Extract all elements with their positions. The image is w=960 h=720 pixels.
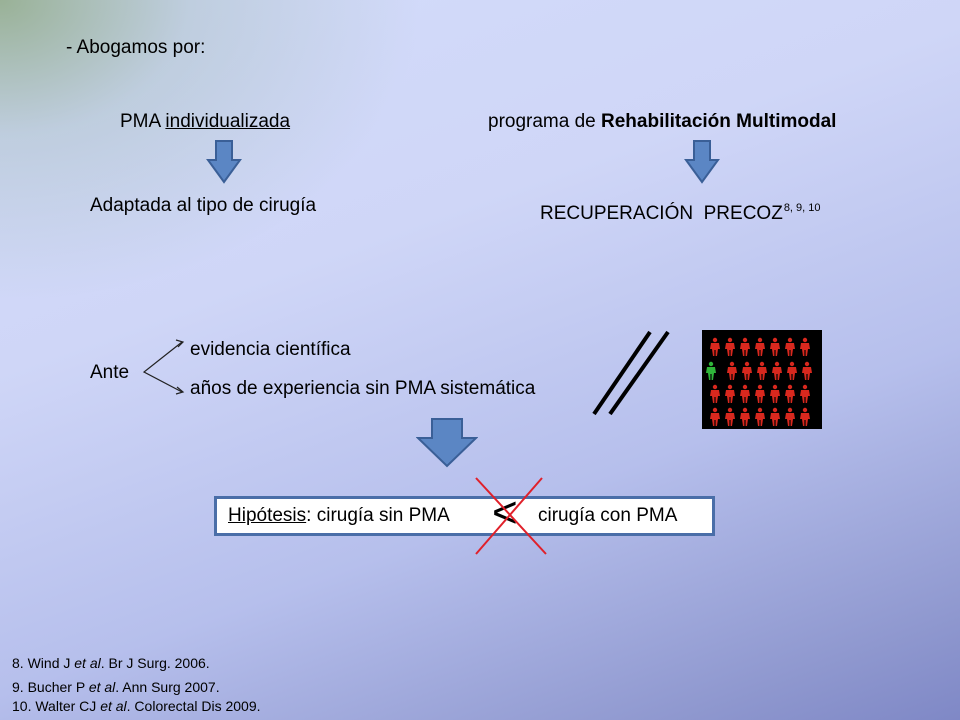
right-result-text: RECUPERACIÓN PRECOZ — [540, 203, 783, 224]
red-person-icon — [755, 384, 765, 403]
red-person-icon — [710, 407, 720, 426]
red-person-icon — [755, 337, 765, 356]
crowd-icon — [702, 330, 822, 429]
red-person-icon — [770, 384, 780, 403]
down-arrow-icon — [206, 140, 242, 184]
left-heading: PMA individualizada — [120, 111, 290, 133]
red-person-icon — [802, 361, 812, 380]
red-person-icon — [800, 407, 810, 426]
red-person-icon — [710, 337, 720, 356]
red-person-icon — [757, 361, 767, 380]
left-result: Adaptada al tipo de cirugía — [90, 195, 317, 216]
reference-8: 8. Wind J et al. Br J Surg. 2006. — [12, 655, 210, 671]
right-heading-bold: Rehabilitación Multimodal — [601, 111, 837, 132]
branch-chevron-icon — [142, 339, 185, 395]
less-than-symbol: < — [492, 488, 518, 537]
red-person-icon — [740, 407, 750, 426]
right-result-citation: 8, 9, 10 — [783, 202, 821, 214]
red-person-icon — [787, 361, 797, 380]
red-person-icon — [740, 337, 750, 356]
down-arrow-icon — [416, 418, 478, 468]
red-person-icon — [740, 384, 750, 403]
right-result: RECUPERACIÓN PRECOZ8, 9, 10 — [540, 202, 821, 225]
ref-author: Wind J — [27, 655, 75, 671]
green-person-icon — [706, 361, 716, 380]
hypothesis-right-text: cirugía con PMA — [538, 505, 678, 526]
red-person-icon — [725, 384, 735, 403]
parallel-lines-icon — [592, 330, 670, 416]
hypothesis-left: Hipótesis: cirugía sin PMA — [228, 505, 450, 527]
down-arrow-icon — [684, 140, 720, 184]
reference-9: 9. Bucher P et al. Ann Surg 2007. — [12, 679, 220, 695]
ante-label: Ante — [90, 362, 130, 383]
ref-etal: et al — [74, 655, 101, 671]
ref-rest: . Colorectal Dis 2009. — [126, 698, 261, 714]
hypothesis-colon: : — [306, 505, 312, 526]
cross-icon — [475, 477, 547, 555]
ante-item-evidence: evidencia científica — [190, 339, 351, 360]
red-person-icon — [727, 361, 737, 380]
red-person-icon — [772, 361, 782, 380]
ref-rest: . Br J Surg. 2006. — [100, 655, 210, 671]
red-person-icon — [725, 407, 735, 426]
ref-num: 9. — [12, 679, 28, 695]
reference-10: 10. Walter CJ et al. Colorectal Dis 2009… — [12, 698, 261, 714]
ref-etal: et al — [88, 679, 116, 695]
red-person-icon — [710, 384, 720, 403]
red-person-icon — [725, 337, 735, 356]
red-person-icon — [800, 384, 810, 403]
ref-num: 10. — [12, 698, 36, 714]
ref-author: Walter CJ — [35, 698, 101, 714]
red-person-icon — [770, 407, 780, 426]
hypothesis-left-text: cirugía sin PMA — [311, 505, 450, 526]
ref-num: 8. — [12, 655, 28, 671]
red-person-icon — [785, 337, 795, 356]
red-person-icon — [785, 384, 795, 403]
right-heading-prefix: programa de — [488, 111, 602, 132]
right-heading: programa de Rehabilitación Multimodal — [488, 111, 836, 133]
hypothesis-label: Hipótesis — [228, 505, 307, 526]
hypothesis-box — [214, 496, 715, 536]
intro-text: - Abogamos por: — [66, 37, 206, 58]
red-person-icon — [800, 337, 810, 356]
ref-etal: et al — [100, 698, 127, 714]
red-person-icon — [785, 407, 795, 426]
left-heading-prefix: PMA — [120, 111, 166, 132]
red-person-icon — [742, 361, 752, 380]
red-person-icon — [755, 407, 765, 426]
red-person-icon — [770, 337, 780, 356]
left-heading-underlined: individualizada — [165, 111, 291, 132]
ref-rest: . Ann Surg 2007. — [115, 679, 220, 695]
ref-author: Bucher P — [27, 679, 89, 695]
ante-item-experience: años de experiencia sin PMA sistemática — [190, 378, 536, 399]
